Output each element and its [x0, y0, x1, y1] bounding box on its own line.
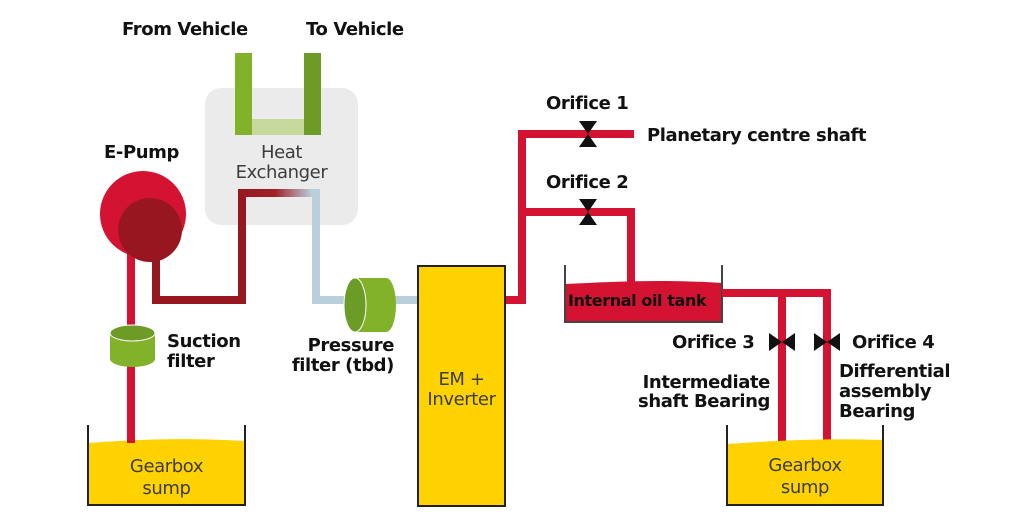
intermediate-bearing-label-line1: Intermediate	[642, 372, 771, 393]
heat-exchanger-label-line2: Exchanger	[235, 162, 328, 183]
orifice-4-label: Orifice 4	[852, 332, 935, 353]
left-sump-oil	[88, 439, 245, 505]
distribution-pipe	[506, 130, 634, 304]
pressure-filter-label-line2: filter (tbd)	[291, 355, 395, 376]
planetary-centre-shaft-label: Planetary centre shaft	[647, 125, 867, 146]
pressure-filter-label-line1: Pressure	[307, 335, 395, 356]
differential-bearing-label-line3: Bearing	[839, 401, 916, 422]
orifice-3-label: Orifice 3	[672, 332, 755, 353]
left-sump-walls	[87, 425, 246, 506]
bearing-supply-pipe	[722, 289, 831, 440]
right-sump-walls	[726, 425, 884, 506]
orifice-2-label: Orifice 2	[546, 172, 629, 193]
orifice-1-label: Orifice 1	[546, 93, 629, 114]
coolant-inlet-pipe	[235, 53, 252, 135]
tank-feed-pipe	[522, 208, 635, 285]
coolant-return-pipe	[252, 119, 304, 135]
right-sump-label-line1: Gearbox	[768, 455, 842, 476]
left-sump-label-line2: sump	[142, 478, 191, 499]
internal-oil-tank-fill	[565, 281, 722, 321]
heat-exchanger-label-line1: Heat	[260, 142, 303, 163]
right-sump-oil	[727, 439, 883, 504]
left-sump-label-line1: Gearbox	[129, 456, 204, 477]
intermediate-bearing-label-line2: shaft Bearing	[638, 391, 770, 412]
internal-oil-tank-label: Internal oil tank	[568, 291, 707, 310]
em-inverter-label-line2: Inverter	[427, 389, 496, 410]
orifice-2-icon	[579, 199, 597, 225]
differential-bearing-label-line1: Differential	[839, 361, 951, 382]
right-sump-label-line2: sump	[780, 477, 830, 498]
suction-filter-icon	[109, 324, 156, 367]
suction-filter-label-line1: Suction	[167, 331, 241, 352]
orifice-1-icon	[579, 121, 597, 147]
e-pump-label: E-Pump	[104, 142, 180, 163]
differential-bearing-label-line2: assembly	[839, 381, 932, 402]
pressure-filter-icon	[343, 277, 396, 333]
to-vehicle-label: To Vehicle	[306, 19, 404, 40]
em-inverter-box	[417, 265, 506, 507]
e-pump-inner	[118, 198, 182, 262]
em-inverter-label-line1: EM +	[438, 369, 485, 390]
orifice-3-icon	[769, 333, 795, 351]
from-vehicle-label: From Vehicle	[122, 19, 248, 40]
coolant-outlet-pipe	[304, 53, 321, 135]
orifice-4-icon	[814, 333, 840, 351]
suction-filter-label-line2: filter	[167, 351, 215, 372]
pump-discharge-pipe	[152, 193, 246, 304]
